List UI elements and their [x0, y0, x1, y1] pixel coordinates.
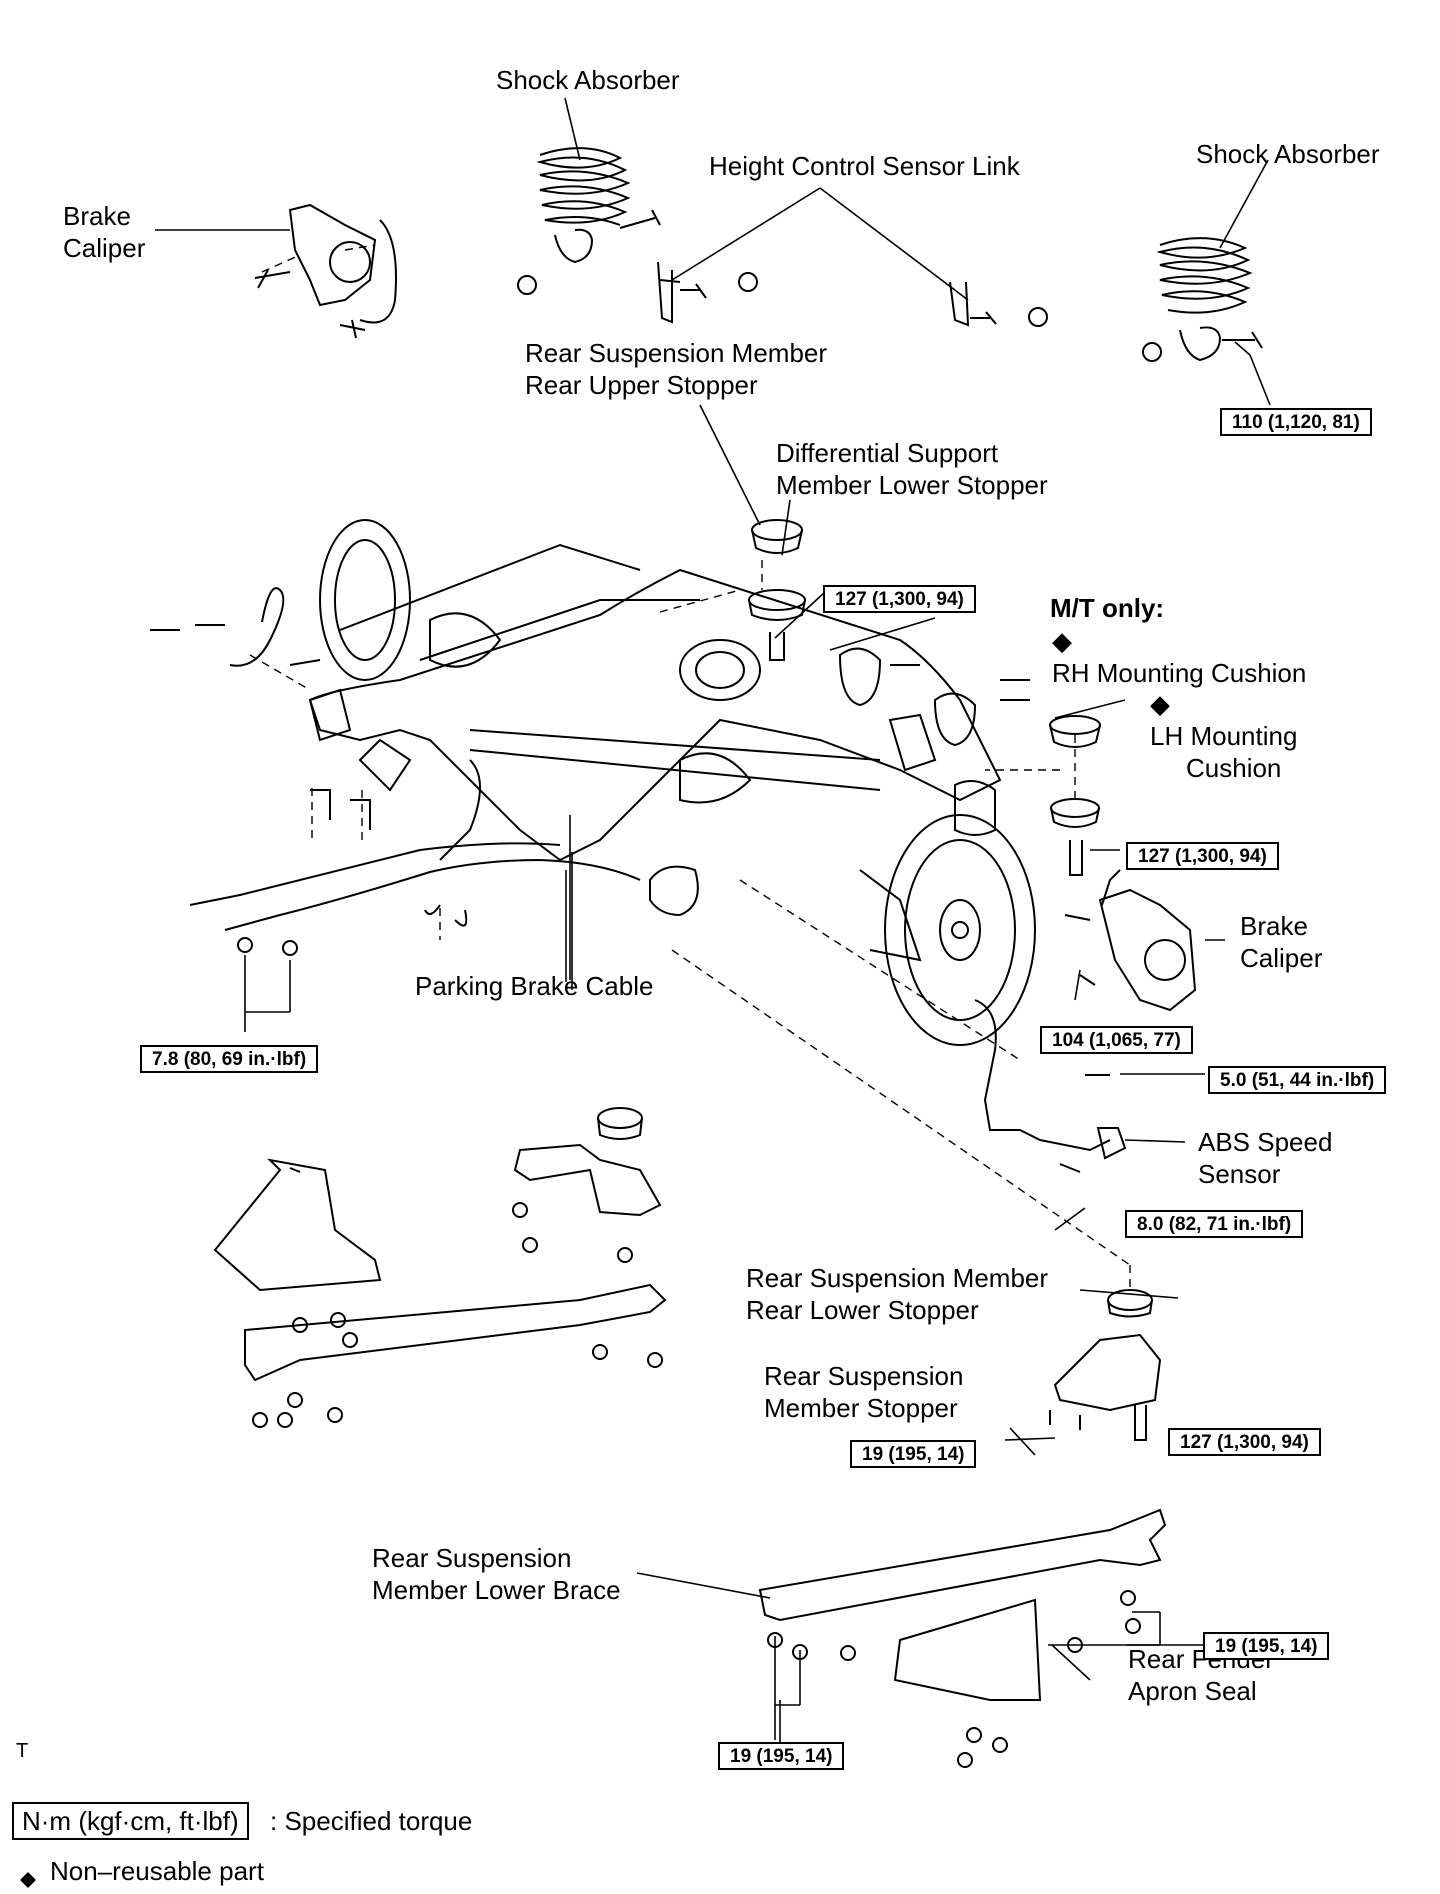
corner-mark: T [16, 1740, 29, 1762]
lower-brace-bottom [758, 1508, 1167, 1768]
torque-parking-brake: 7.8 (80, 69 in.·lbf) [140, 1045, 319, 1073]
shock-absorber-spring-left [517, 147, 661, 295]
rear-lower-stopper-and-member-stopper [1049, 1289, 1162, 1441]
dashed-assembly-lines [249, 244, 1131, 1290]
diamond-icon: ◆ [1150, 689, 1170, 719]
torque-brace-bottom: 19 (195, 14) [718, 1742, 845, 1770]
diff-stoppers-and-cushions [748, 519, 1101, 876]
torque-shock: 110 (1,120, 81) [1220, 408, 1372, 436]
torque-stopper-right: 127 (1,300, 94) [1168, 1428, 1321, 1456]
diamond-icon: ◆ [1052, 626, 1072, 656]
legend-nonreusable-text: Non–reusable part [50, 1856, 264, 1886]
torque-diff-upper: 127 (1,300, 94) [823, 585, 976, 613]
rear-suspension-assembly [150, 519, 1036, 1046]
torque-caliper: 104 (1,065, 77) [1040, 1026, 1193, 1054]
label-mt-only: M/T only: [1050, 593, 1165, 623]
torque-abs-bracket: 5.0 (51, 44 in.·lbf) [1208, 1066, 1387, 1094]
torque-brace-right: 19 (195, 14) [1203, 1632, 1330, 1660]
label-lh-mounting-cushion: ◆ LH Mounting Cushion [1150, 689, 1298, 783]
torque-stopper-left: 19 (195, 14) [850, 1440, 977, 1468]
legend-torque-unit-box: N·m (kgf·cm, ft·lbf) [12, 1802, 249, 1840]
label-shock-absorber-right: Shock Absorber [1196, 139, 1380, 169]
label-rh-mounting-cushion: ◆ RH Mounting Cushion [1052, 626, 1307, 688]
abs-speed-sensor [974, 999, 1127, 1173]
brake-caliper-left [254, 203, 397, 339]
torque-diff-right: 127 (1,300, 94) [1126, 842, 1279, 870]
label-height-control-sensor-link: Height Control Sensor Link [709, 151, 1020, 181]
label-shock-absorber-left: Shock Absorber [496, 65, 680, 95]
legend-torque-unit-text: : Specified torque [270, 1806, 473, 1836]
torque-abs-sensor: 8.0 (82, 71 in.·lbf) [1125, 1210, 1304, 1238]
nonreusable-diamond-icon [20, 1872, 36, 1888]
height-control-sensor-links [657, 261, 1048, 327]
leader-lines [155, 97, 1271, 1760]
label-parking-brake-cable: Parking Brake Cable [415, 971, 654, 1001]
member-stopper-and-brace-left [213, 1107, 667, 1428]
parking-brake-cable [189, 759, 641, 956]
brake-caliper-right [1064, 869, 1197, 1012]
shock-absorber-spring-right [1142, 237, 1263, 362]
